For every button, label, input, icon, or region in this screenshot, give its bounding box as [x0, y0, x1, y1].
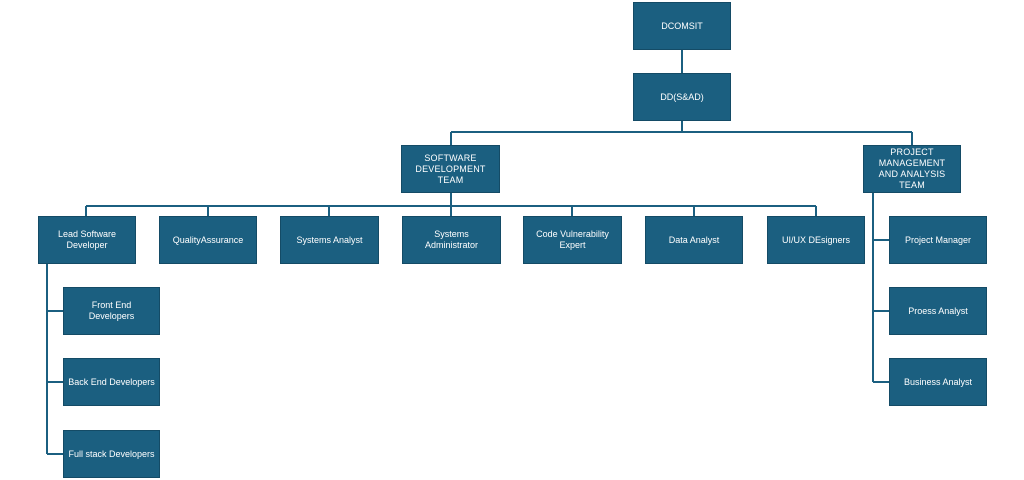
systems-analyst-node: Systems Analyst — [280, 216, 379, 264]
software-development-team-node: SOFTWARE DEVELOPMENT TEAM — [401, 145, 500, 193]
process-analyst-node: Proess Analyst — [889, 287, 987, 335]
back-end-developers-node: Back End Developers — [63, 358, 160, 406]
dcomsit-node: DCOMSIT — [633, 2, 731, 50]
dd-sad-node: DD(S&AD) — [633, 73, 731, 121]
business-analyst-node: Business Analyst — [889, 358, 987, 406]
ui-ux-designers-node: UI/UX DEsigners — [767, 216, 865, 264]
code-vulnerability-expert-node: Code Vulnerability Expert — [523, 216, 622, 264]
lead-software-developer-node: Lead Software Developer — [38, 216, 136, 264]
data-analyst-node: Data Analyst — [645, 216, 743, 264]
full-stack-developers-node: Full stack Developers — [63, 430, 160, 478]
project-manager-node: Project Manager — [889, 216, 987, 264]
quality-assurance-node: QualityAssurance — [159, 216, 257, 264]
project-management-team-node: PROJECT MANAGEMENT AND ANALYSIS TEAM — [863, 145, 961, 193]
front-end-developers-node: Front End Developers — [63, 287, 160, 335]
systems-administrator-node: Systems Administrator — [402, 216, 501, 264]
